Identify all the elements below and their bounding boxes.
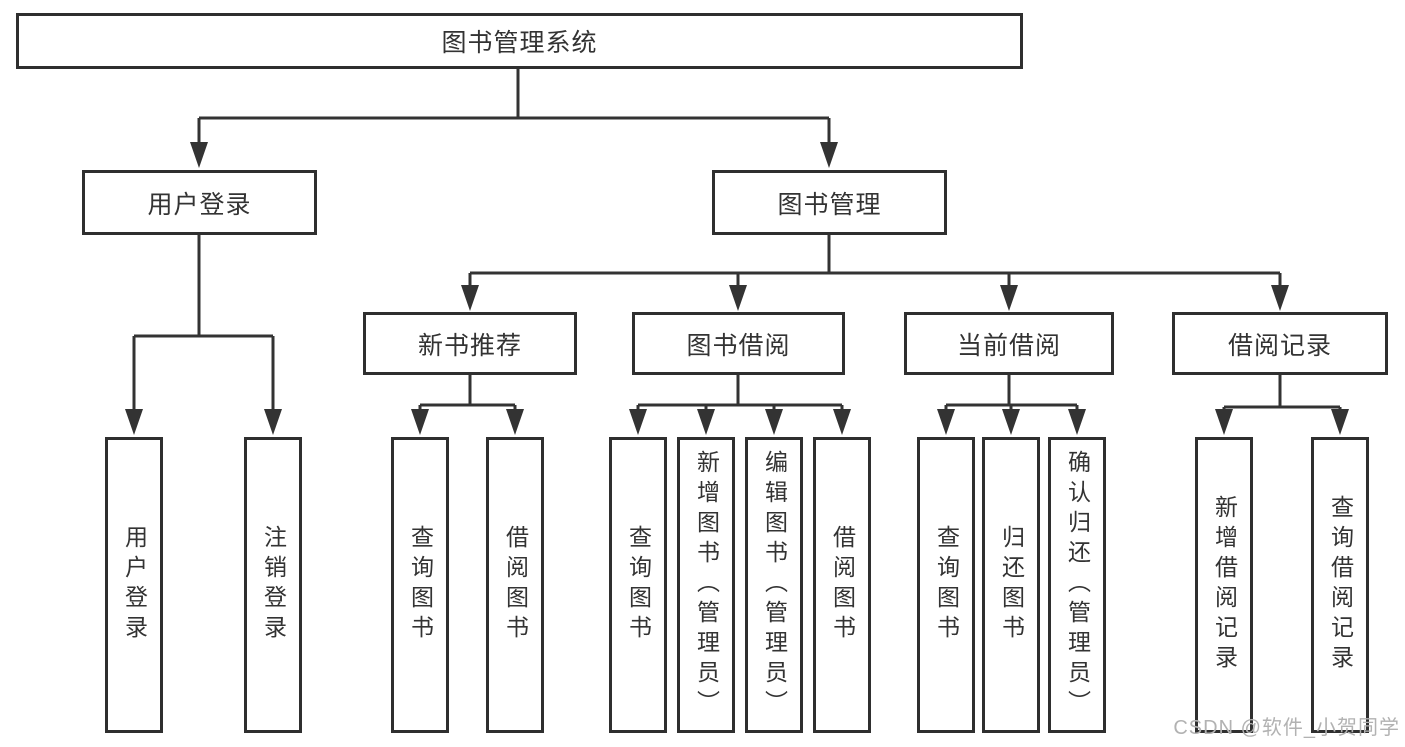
node-book-borrowing-label: 图书借阅 bbox=[686, 331, 791, 360]
leaf-query-books-current-label: 查询图书 bbox=[933, 525, 960, 645]
node-library-management-system-label: 图书管理系统 bbox=[441, 29, 598, 57]
leaf-edit-books-admin-label: 编辑图书（管理员） bbox=[761, 450, 788, 720]
leaf-edit-books-admin: 编辑图书（管理员） bbox=[745, 437, 803, 733]
leaf-query-books-current: 查询图书 bbox=[917, 437, 975, 733]
leaf-borrow-books-newrec: 借阅图书 bbox=[486, 437, 544, 733]
leaf-borrow-books-borrow-label: 借阅图书 bbox=[829, 525, 856, 645]
node-new-book-recommendation-label: 新书推荐 bbox=[417, 331, 522, 360]
leaf-query-books-borrow: 查询图书 bbox=[609, 437, 667, 733]
leaf-query-books-newrec: 查询图书 bbox=[391, 437, 449, 733]
leaf-borrow-books-newrec-label: 借阅图书 bbox=[502, 525, 529, 645]
leaf-add-borrow-record-label: 新增借阅记录 bbox=[1211, 495, 1238, 675]
node-library-management-system: 图书管理系统 bbox=[16, 13, 1023, 69]
leaf-query-books-newrec-label: 查询图书 bbox=[407, 525, 434, 645]
arrowheads bbox=[125, 142, 1349, 435]
node-book-management-label: 图书管理 bbox=[777, 190, 882, 219]
leaf-confirm-return-admin: 确认归还（管理员） bbox=[1048, 437, 1106, 733]
node-book-management: 图书管理 bbox=[712, 170, 947, 235]
leaf-confirm-return-admin-label: 确认归还（管理员） bbox=[1064, 450, 1091, 720]
node-borrowing-records: 借阅记录 bbox=[1172, 312, 1388, 375]
node-user-login: 用户登录 bbox=[82, 170, 317, 235]
watermark: CSDN @软件_小贺同学 bbox=[1173, 717, 1400, 739]
leaf-add-books-admin-label: 新增图书（管理员） bbox=[693, 450, 720, 720]
leaf-return-books: 归还图书 bbox=[982, 437, 1040, 733]
leaf-add-borrow-record: 新增借阅记录 bbox=[1195, 437, 1253, 733]
node-borrowing-records-label: 借阅记录 bbox=[1227, 331, 1332, 360]
leaf-query-borrow-record-label: 查询借阅记录 bbox=[1327, 495, 1354, 675]
node-user-login-label: 用户登录 bbox=[147, 190, 252, 219]
leaf-add-books-admin: 新增图书（管理员） bbox=[677, 437, 735, 733]
node-current-borrowing: 当前借阅 bbox=[904, 312, 1114, 375]
leaf-query-books-borrow-label: 查询图书 bbox=[625, 525, 652, 645]
node-book-borrowing: 图书借阅 bbox=[632, 312, 845, 375]
leaf-user-login: 用户登录 bbox=[105, 437, 163, 733]
leaf-query-borrow-record: 查询借阅记录 bbox=[1311, 437, 1369, 733]
node-new-book-recommendation: 新书推荐 bbox=[363, 312, 577, 375]
leaf-user-login-label: 用户登录 bbox=[121, 525, 148, 645]
node-current-borrowing-label: 当前借阅 bbox=[956, 331, 1061, 360]
leaf-logout-label: 注销登录 bbox=[260, 525, 287, 645]
leaf-borrow-books-borrow: 借阅图书 bbox=[813, 437, 871, 733]
leaf-return-books-label: 归还图书 bbox=[998, 525, 1025, 645]
leaf-logout: 注销登录 bbox=[244, 437, 302, 733]
